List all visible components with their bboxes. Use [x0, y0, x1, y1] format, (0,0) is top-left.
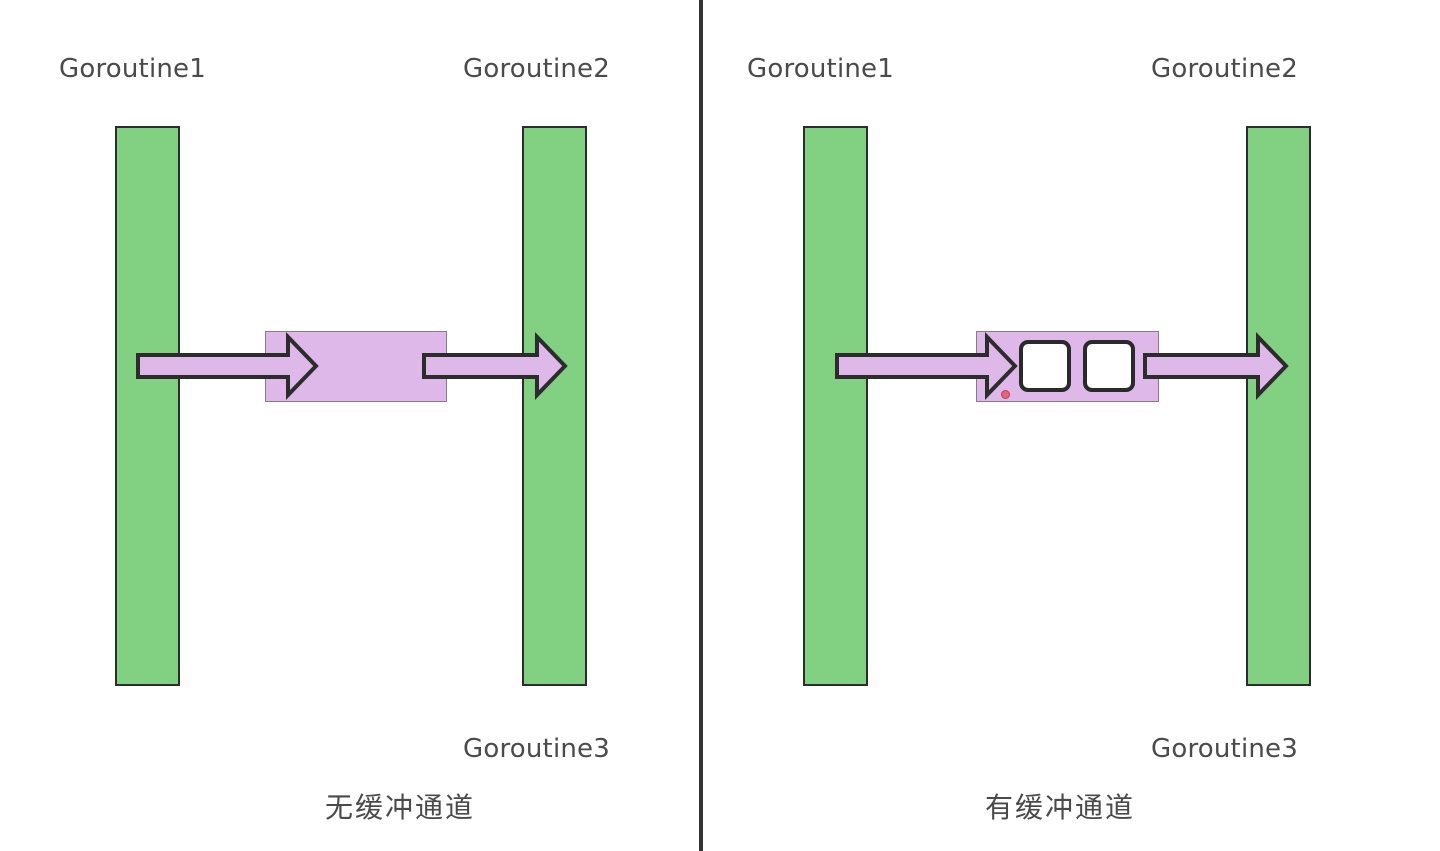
panel-divider — [699, 0, 703, 851]
buffered-channel-caption: 有缓冲通道 — [985, 791, 1136, 824]
goroutine1-bar — [115, 126, 180, 686]
unbuffered-channel-caption: 无缓冲通道 — [325, 791, 476, 824]
send-arrow-icon — [136, 332, 319, 400]
buffer-slot-1 — [1019, 340, 1071, 392]
goroutine1-label: Goroutine1 — [59, 54, 206, 84]
goroutine2-label: Goroutine2 — [463, 54, 610, 84]
goroutine3-label: Goroutine3 — [463, 734, 610, 764]
cursor-dot-icon — [1001, 390, 1010, 399]
receive-arrow-icon — [422, 332, 568, 400]
unbuffered-channel-panel: Goroutine1 Goroutine2 Goroutine3 无缓冲通道 — [0, 0, 700, 851]
goroutine1-label: Goroutine1 — [747, 54, 894, 84]
receive-arrow-icon — [1143, 332, 1289, 400]
buffered-channel-panel: Goroutine1 Goroutine2 Goroutine3 有缓冲通道 — [705, 0, 1440, 851]
buffer-slot-2 — [1083, 340, 1135, 392]
goroutine2-bar — [522, 126, 587, 686]
goroutine2-label: Goroutine2 — [1151, 54, 1298, 84]
goroutine3-label: Goroutine3 — [1151, 734, 1298, 764]
send-arrow-icon — [835, 332, 1018, 400]
goroutine2-bar — [1246, 126, 1311, 686]
goroutine1-bar — [803, 126, 868, 686]
